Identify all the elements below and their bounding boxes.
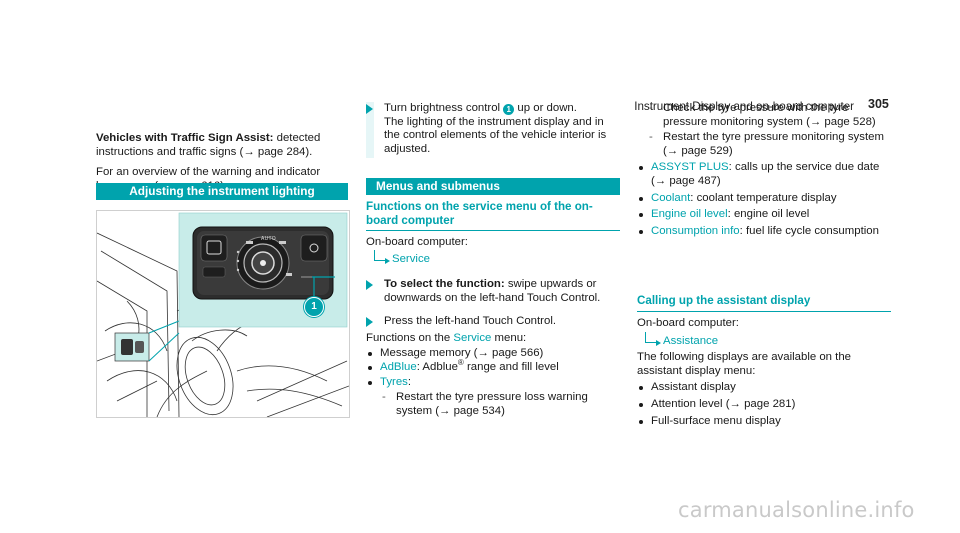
item-text: : calls up the service due date (→ page …: [651, 161, 880, 187]
menu-path-icon: [645, 331, 661, 346]
callout-badge-inline: 1: [503, 104, 515, 115]
list-item-assyst-plus: ASSYST PLUS: calls up the service due da…: [637, 161, 891, 188]
list-item-coolant: Coolant: coolant temperature display: [637, 192, 891, 206]
traffic-sign-text: detected instructions and traffic signs …: [96, 132, 321, 158]
step-arrow-icon: [366, 280, 373, 291]
item-text: : fuel life cycle consumption: [739, 224, 879, 237]
item-text: Message memory (→ page 566): [380, 346, 544, 359]
list-item-tyres: Tyres:: [366, 376, 620, 390]
functions-text-b: menu:: [491, 331, 527, 344]
list-item-consumption: Consumption info: fuel life cycle consum…: [637, 225, 891, 239]
item-text: : Adblue: [416, 361, 458, 374]
ref-arrow: →: [243, 145, 255, 158]
right-column-body: Check the tyre pressure with the tyre pr…: [637, 102, 891, 238]
nav-path-assistance[interactable]: Assistance: [637, 331, 891, 349]
page-ref-link[interactable]: page 284).: [254, 145, 313, 158]
subhead-assistant-display: Calling up the assistant display: [637, 294, 891, 312]
middle-column-body: On-board computer: Service To select the…: [366, 236, 620, 419]
coolant-link[interactable]: Coolant: [651, 191, 691, 204]
sub-item-text: Restart the tyre pressure monitoring sys…: [663, 131, 884, 157]
obc-label: On-board computer:: [366, 236, 468, 248]
adblue-link[interactable]: AdBlue: [380, 361, 417, 374]
assistant-body: On-board computer: Assistance The follow…: [637, 317, 891, 428]
list-item-engine-oil: Engine oil level: engine oil level: [637, 208, 891, 222]
step-press-control: Press the left-hand Touch Control.: [366, 315, 620, 329]
sub-item-restart-loss-warning: Restart the tyre pressure loss warning s…: [380, 391, 620, 418]
tyres-link[interactable]: Tyres: [380, 375, 408, 388]
nav-service-label[interactable]: Service: [392, 252, 430, 265]
step-select-text: swipe upwards or downwards on the left-h…: [384, 278, 601, 304]
sub-item-text: Restart the tyre pressure loss warning s…: [396, 391, 588, 417]
step-text-a: Turn brightness control: [384, 102, 504, 114]
functions-service-link[interactable]: Service: [453, 331, 492, 344]
item-text: : coolant temperature display: [690, 191, 837, 204]
item-text: Full-surface menu display: [651, 414, 781, 427]
list-item-attention-level: Attention level (→ page 281): [637, 398, 891, 412]
list-item-adblue: AdBlue: Adblue® range and fill level: [366, 358, 620, 375]
nav-assistance-label[interactable]: Assistance: [663, 334, 719, 347]
step-text: Turn brightness control 1 up or down.: [366, 102, 618, 116]
traffic-sign-paragraph: Vehicles with Traffic Sign Assist: detec…: [96, 132, 346, 159]
auto-label: AUTO: [261, 236, 276, 242]
list-item-full-surface: Full-surface menu display: [637, 415, 891, 429]
assyst-plus-link[interactable]: ASSYST PLUS: [651, 161, 729, 174]
obc-label: On-board computer:: [637, 317, 739, 329]
item-text: : engine oil level: [727, 208, 810, 221]
functions-text-a: Functions on the: [366, 331, 454, 344]
engine-oil-link[interactable]: Engine oil level: [651, 208, 728, 221]
list-item-message-memory: Message memory (→ page 566): [366, 347, 620, 361]
traffic-sign-label: Vehicles with Traffic Sign Assist:: [96, 132, 274, 144]
step-bar: [366, 102, 374, 158]
step-arrow-icon: [366, 104, 373, 114]
figure-instrument-lighting: AUTO 1: [96, 210, 350, 418]
sub-item-check-pressure: Check the tyre pressure with the tyre pr…: [647, 102, 891, 129]
step-result: The lighting of the instrument display a…: [384, 115, 607, 155]
menu-path-icon: [374, 249, 390, 264]
item-text: Assistant display: [651, 381, 736, 394]
sub-item-restart-monitoring: Restart the tyre pressure monitoring sys…: [647, 131, 891, 158]
item-text: :: [407, 375, 412, 388]
step-select-function: To select the function: swipe upwards or…: [366, 278, 620, 305]
item-text-post: range and fill level: [463, 361, 559, 374]
item-text: Attention level (→ page 281): [651, 397, 796, 410]
step-press-text: Press the left-hand Touch Control.: [384, 315, 557, 328]
step-text-b: up or down.: [514, 102, 577, 114]
step-select-label: To select the function:: [384, 278, 505, 291]
assistant-intro: The following displays are available on …: [637, 351, 852, 377]
section-title-lighting: Adjusting the instrument lighting: [96, 183, 348, 200]
sub-item-text: Check the tyre pressure with the tyre pr…: [663, 102, 876, 128]
list-item-assistant-display: Assistant display: [637, 381, 891, 395]
registered-mark: ®: [457, 358, 464, 368]
watermark: carmanualsonline.info: [678, 498, 915, 522]
subhead-service-menu: Functions on the service menu of the on-…: [366, 200, 620, 232]
step-arrow-icon: [366, 317, 373, 328]
consumption-info-link[interactable]: Consumption info: [651, 224, 740, 237]
callout-badge: 1: [304, 297, 324, 317]
functions-intro: Functions on the Service menu:: [366, 332, 620, 346]
section-title-menus: Menus and submenus: [366, 178, 620, 195]
nav-path-service[interactable]: Service: [366, 249, 620, 267]
step-brightness: Turn brightness control 1 up or down. Th…: [366, 102, 618, 158]
